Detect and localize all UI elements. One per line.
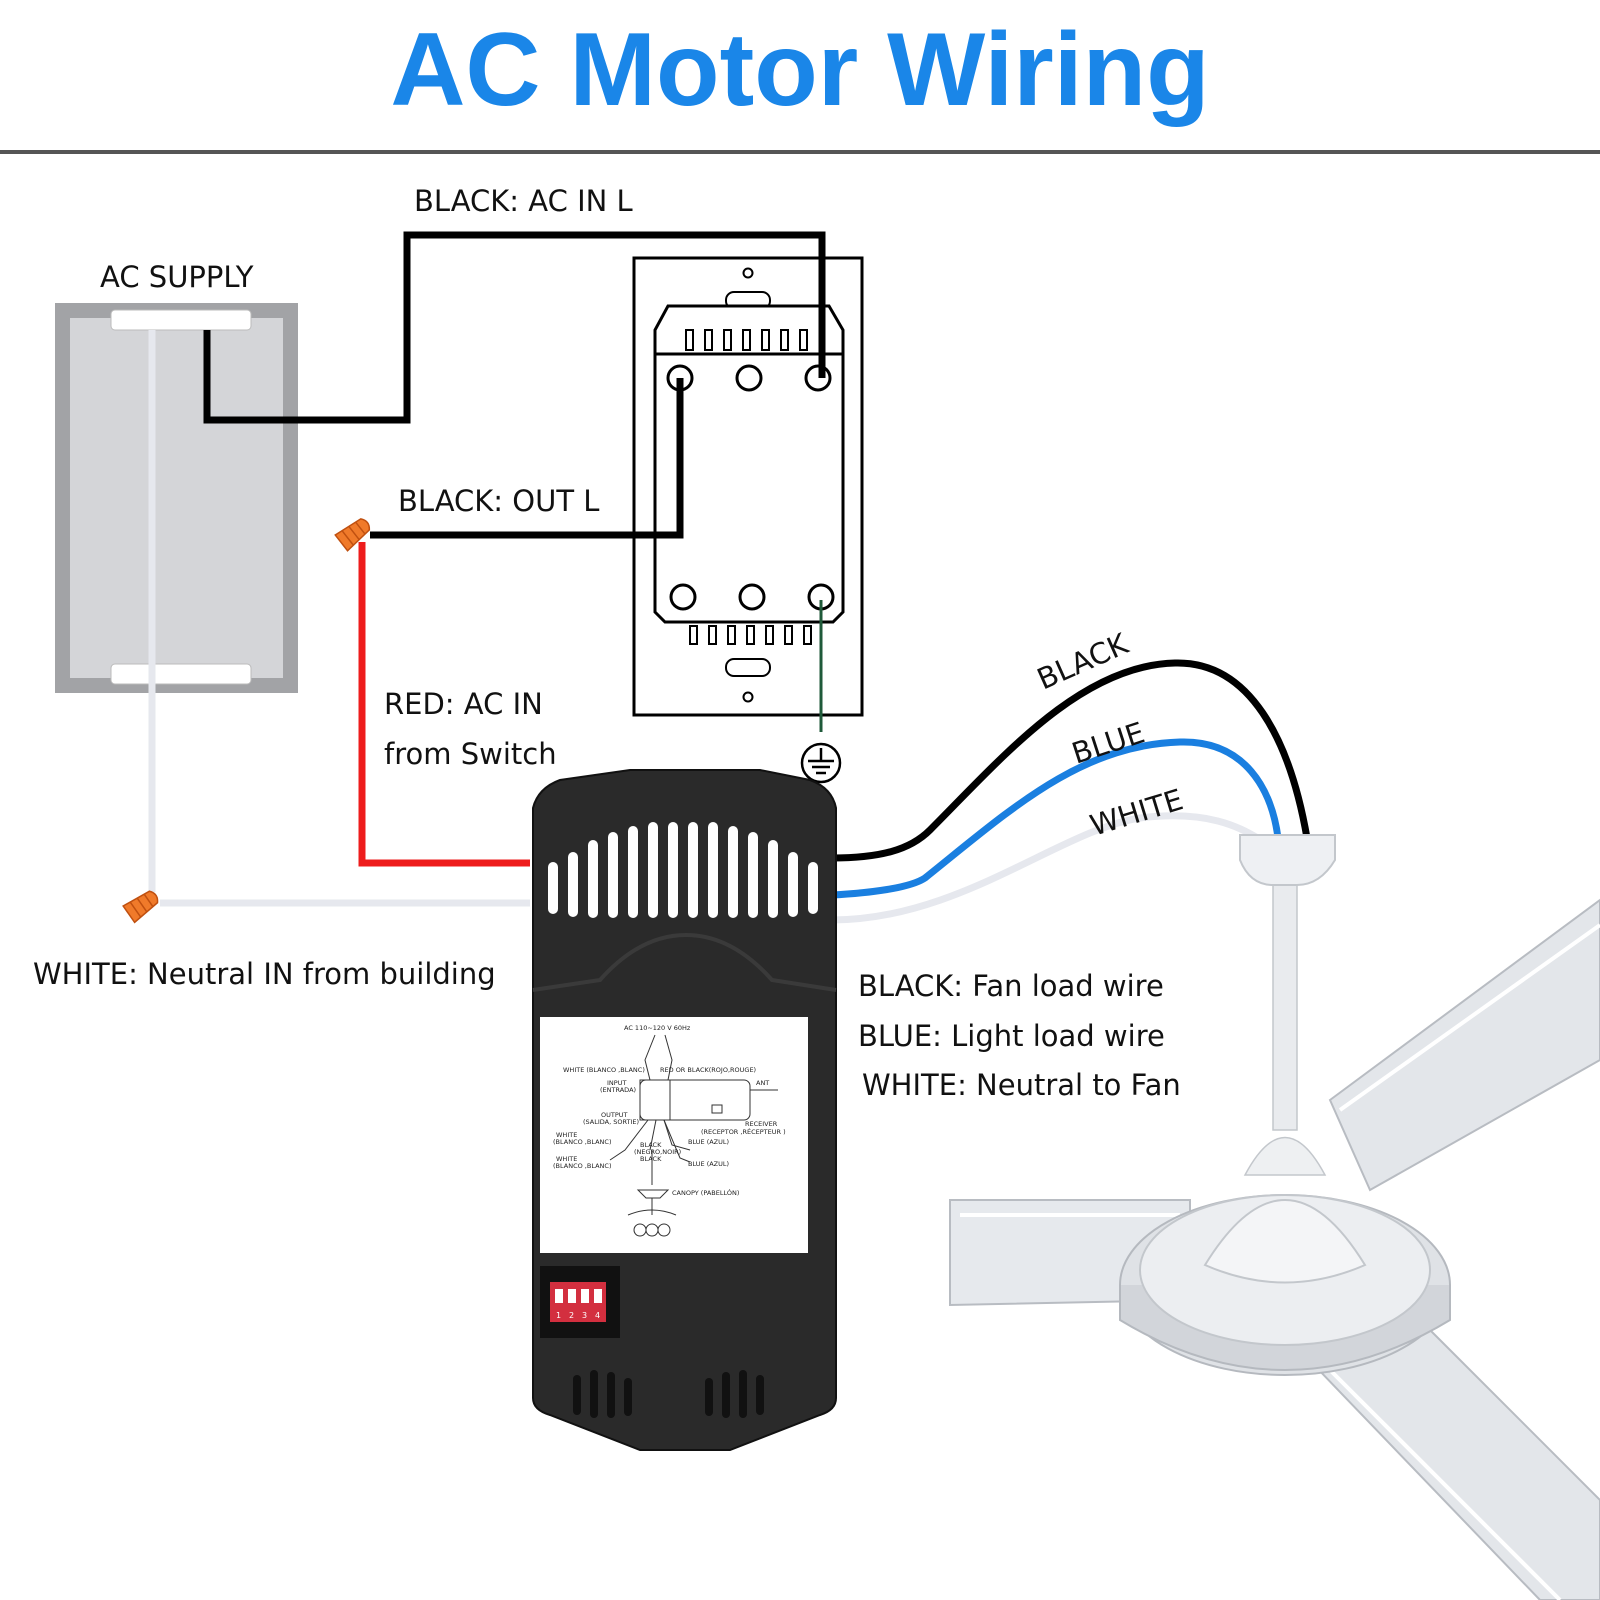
svg-text:RECEIVER: RECEIVER: [745, 1120, 778, 1128]
svg-text:(NEGRO,NOIR): (NEGRO,NOIR): [634, 1148, 681, 1156]
switch-vent-top: [685, 329, 808, 351]
wire-black-ac-in: [203, 231, 826, 424]
legend-blue: BLUE: Light load wire: [858, 1019, 1165, 1053]
wire-black-out: [370, 378, 684, 539]
svg-text:BLACK: BLACK: [640, 1155, 662, 1163]
label-black-out: BLACK: OUT L: [398, 484, 599, 518]
ground-icon: [800, 742, 842, 784]
svg-text:3: 3: [582, 1311, 587, 1320]
wire-black-fan: [831, 659, 1311, 862]
svg-text:(RECEPTOR ,RÉCEPTEUR ): (RECEPTOR ,RÉCEPTEUR ): [701, 1127, 786, 1136]
wire-nut-black-red: [334, 518, 371, 552]
receiver-unit: AC 110~120 V 60Hz WHITE (BLANCO ,BLANC) …: [532, 769, 837, 1451]
ac-supply-label: AC SUPPLY: [100, 260, 254, 294]
receiver-vents: [548, 822, 818, 918]
sticker-text: AC 110~120 V 60Hz WHITE (BLANCO ,BLANC) …: [553, 1024, 786, 1197]
svg-text:1: 1: [556, 1311, 561, 1320]
ceiling-fan: [949, 834, 1600, 1600]
legend-black: BLACK: Fan load wire: [858, 969, 1164, 1003]
svg-text:2: 2: [569, 1311, 574, 1320]
svg-text:WHITE: WHITE: [556, 1155, 577, 1163]
legend-white: WHITE: Neutral to Fan: [862, 1068, 1181, 1102]
svg-text:AC 110~120 V 60Hz: AC 110~120 V 60Hz: [624, 1024, 691, 1032]
receiver-bottom-vents: [573, 1370, 764, 1418]
wire-nut-white: [122, 890, 159, 924]
svg-text:CANOPY (PABELLÓN): CANOPY (PABELLÓN): [672, 1188, 739, 1197]
svg-text:4: 4: [595, 1311, 600, 1320]
svg-text:OUTPUT: OUTPUT: [601, 1111, 628, 1119]
label-red-line1: RED: AC IN: [384, 687, 543, 721]
svg-text:BLUE (AZUL): BLUE (AZUL): [688, 1160, 729, 1168]
svg-text:(BLANCO ,BLANC): (BLANCO ,BLANC): [553, 1162, 611, 1170]
label-white-neutral-in: WHITE: Neutral IN from building: [33, 957, 496, 991]
label-black-ac-in: BLACK: AC IN L: [414, 184, 633, 218]
curve-label-black: BLACK: [1032, 626, 1134, 696]
curve-label-white: WHITE: [1086, 782, 1187, 842]
svg-text:INPUT: INPUT: [607, 1079, 626, 1087]
svg-text:(ENTRADA): (ENTRADA): [600, 1086, 636, 1094]
sticker-drawing: [609, 1034, 778, 1237]
svg-text:RED OR BLACK(ROJO,ROUGE): RED OR BLACK(ROJO,ROUGE): [660, 1066, 756, 1074]
svg-text:(BLANCO ,BLANC): (BLANCO ,BLANC): [553, 1138, 611, 1146]
switch-vent-bottom: [689, 625, 812, 645]
svg-text:ANT: ANT: [756, 1079, 769, 1087]
svg-text:WHITE: WHITE: [556, 1131, 577, 1139]
wall-switch: [632, 256, 864, 717]
svg-text:(SALIDA, SORTIE): (SALIDA, SORTIE): [583, 1118, 639, 1126]
page-title: AC Motor Wiring: [390, 12, 1209, 128]
dip-switch[interactable]: 1 2 3 4: [540, 1266, 620, 1338]
svg-text:BLACK: BLACK: [640, 1141, 662, 1149]
svg-text:WHITE (BLANCO ,BLANC): WHITE (BLANCO ,BLANC): [563, 1066, 645, 1074]
svg-text:BLUE (AZUL): BLUE (AZUL): [688, 1138, 729, 1146]
curve-label-blue: BLUE: [1068, 715, 1149, 770]
wire-blue-fan: [831, 738, 1282, 899]
ac-supply-box: [55, 303, 298, 693]
wire-red: [358, 542, 530, 867]
label-red-line2: from Switch: [384, 737, 557, 771]
wire-white-fan: [831, 812, 1267, 924]
